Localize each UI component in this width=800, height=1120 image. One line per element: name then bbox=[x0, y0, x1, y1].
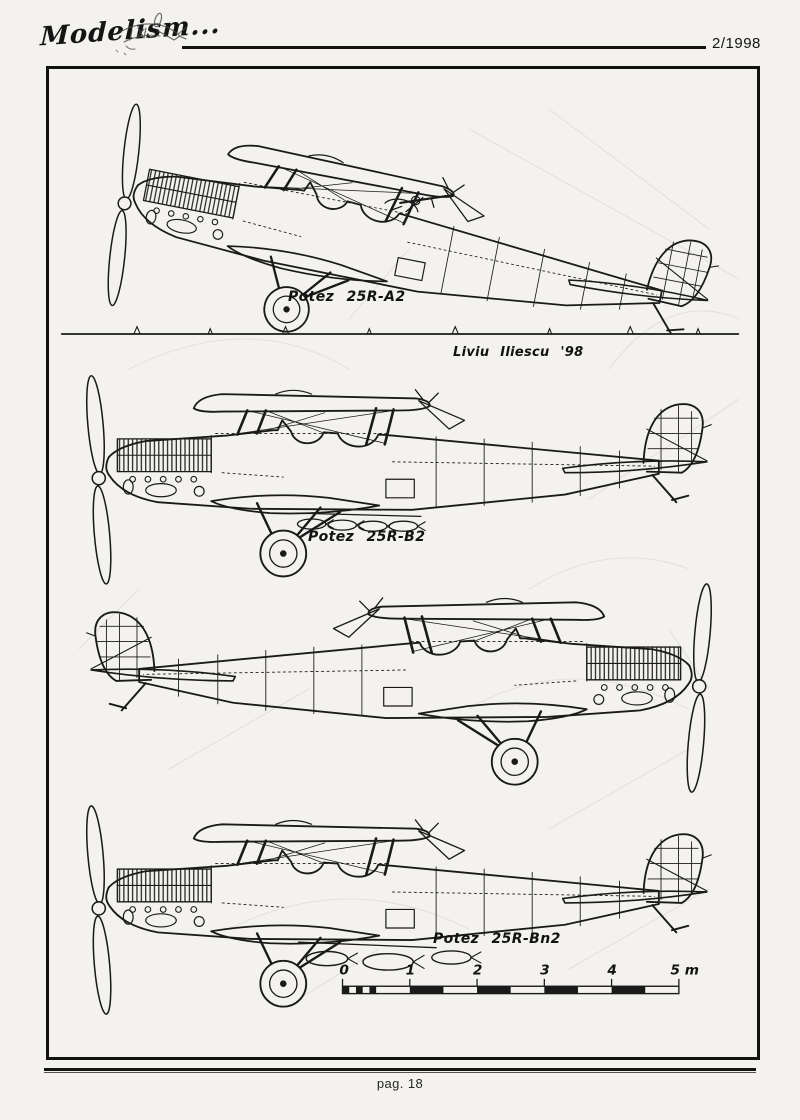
scale-bar: 0 1 2 3 4 5 m bbox=[339, 963, 699, 995]
figure-potez-25r-b2 bbox=[82, 373, 713, 586]
scale-tick-2: 2 bbox=[473, 963, 483, 979]
figure-potez-25r-a2 bbox=[60, 100, 740, 420]
drawings-plate-frame: Potez 25R-A2 Liviu Iliescu '98 Potez 25R… bbox=[46, 66, 760, 1060]
footer-rule-thin bbox=[44, 1072, 756, 1073]
figure-label-potez-25r-bn2: Potez 25R-Bn2 bbox=[433, 931, 561, 947]
header-rule bbox=[182, 46, 706, 49]
scale-tick-3: 3 bbox=[540, 963, 550, 979]
page-number: pag. 18 bbox=[376, 1076, 424, 1091]
artist-signature: Liviu Iliescu '98 bbox=[453, 345, 584, 360]
biplane-sketch-icon bbox=[115, 12, 188, 56]
issue-number: 2/1998 bbox=[712, 35, 761, 52]
scan-texture bbox=[78, 108, 740, 1000]
figure-label-potez-25r-a2: Potez 25R-A2 bbox=[288, 289, 406, 305]
figure-potez-25r-right-side bbox=[85, 581, 716, 795]
scale-tick-4: 4 bbox=[606, 963, 617, 979]
figure-label-potez-25r-b2: Potez 25R-B2 bbox=[308, 529, 426, 545]
scale-tick-5m: 5 m bbox=[670, 963, 699, 979]
scale-tick-1: 1 bbox=[406, 963, 416, 979]
footer-rule-thick bbox=[44, 1068, 756, 1071]
scale-tick-0: 0 bbox=[339, 963, 349, 979]
ground-line bbox=[60, 325, 740, 335]
